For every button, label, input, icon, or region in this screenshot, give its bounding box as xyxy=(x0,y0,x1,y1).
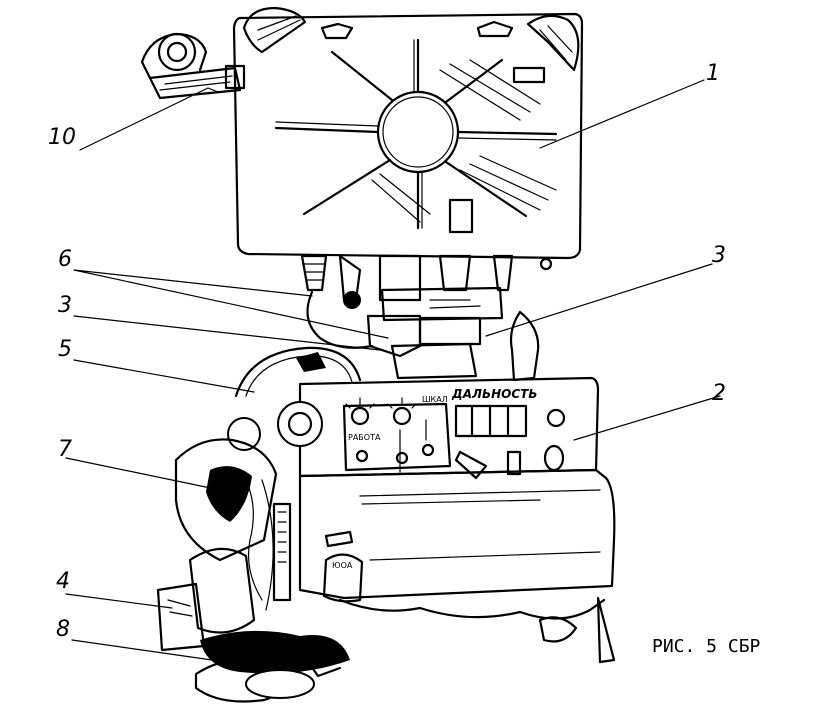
main-unit: ДАЛЬНОСТЬ РАБОТА ШКАЛ ЮОА xyxy=(272,376,616,664)
callout-10: 10 xyxy=(48,125,76,150)
callout-7: 7 xyxy=(58,437,72,462)
cable xyxy=(306,290,374,349)
turntable-joint xyxy=(366,286,540,382)
work-label: РАБОТА xyxy=(348,433,381,442)
callout-4: 4 xyxy=(56,569,70,594)
knob-label: ЮОА xyxy=(332,561,353,570)
callout-3-right: 3 xyxy=(712,243,726,268)
callout-8: 8 xyxy=(56,617,70,642)
callout-5: 5 xyxy=(58,337,72,362)
scale-label: ШКАЛ xyxy=(422,395,448,404)
range-label: ДАЛЬНОСТЬ xyxy=(451,387,537,401)
antenna-reflector xyxy=(232,6,584,309)
callout-1: 1 xyxy=(706,61,720,86)
callout-2: 2 xyxy=(712,381,726,406)
callout-3-left: 3 xyxy=(58,293,72,318)
headset xyxy=(227,346,362,451)
carry-bag xyxy=(156,438,350,703)
leader-lines xyxy=(65,79,721,663)
callout-6: 6 xyxy=(58,247,72,272)
optical-sight xyxy=(140,32,246,100)
figure-caption: РИС. 5 СБР xyxy=(652,636,761,657)
